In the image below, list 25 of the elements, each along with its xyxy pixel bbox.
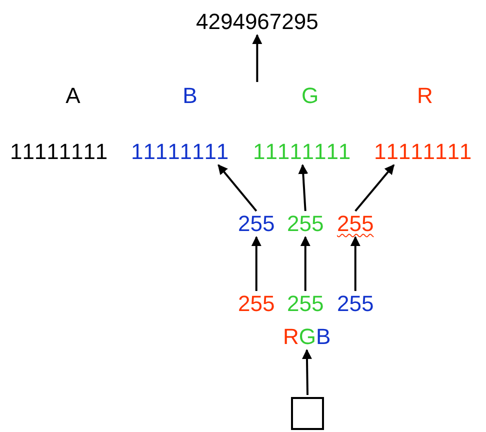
channel-value: 255 <box>287 213 324 235</box>
binary-byte: 11111111 <box>131 141 230 163</box>
arrow <box>252 34 262 82</box>
empty-square <box>291 397 324 430</box>
channel-value: 255 <box>337 213 374 235</box>
channel-letter: R <box>417 85 433 107</box>
arrow <box>251 236 262 291</box>
channel-letter: A <box>66 85 80 107</box>
arrow <box>354 164 395 212</box>
arrow <box>218 164 258 212</box>
channel-letter: G <box>301 85 319 107</box>
decimal-number: 4294967295 <box>196 11 318 33</box>
binary-byte: 11111111 <box>374 141 474 163</box>
channel-value: 255 <box>238 213 275 235</box>
arrow <box>298 164 308 212</box>
channel-value: 255 <box>287 293 324 315</box>
binary-byte: 11111111 <box>253 141 352 163</box>
channel-value: 255 <box>337 293 374 315</box>
arrow <box>350 236 360 291</box>
channel-order-text: RGB <box>283 326 331 348</box>
arrow <box>302 349 312 396</box>
arrow <box>300 236 310 291</box>
binary-byte: 11111111 <box>10 141 110 163</box>
channel-letter: B <box>182 85 198 107</box>
channel-value: 255 <box>238 293 275 315</box>
